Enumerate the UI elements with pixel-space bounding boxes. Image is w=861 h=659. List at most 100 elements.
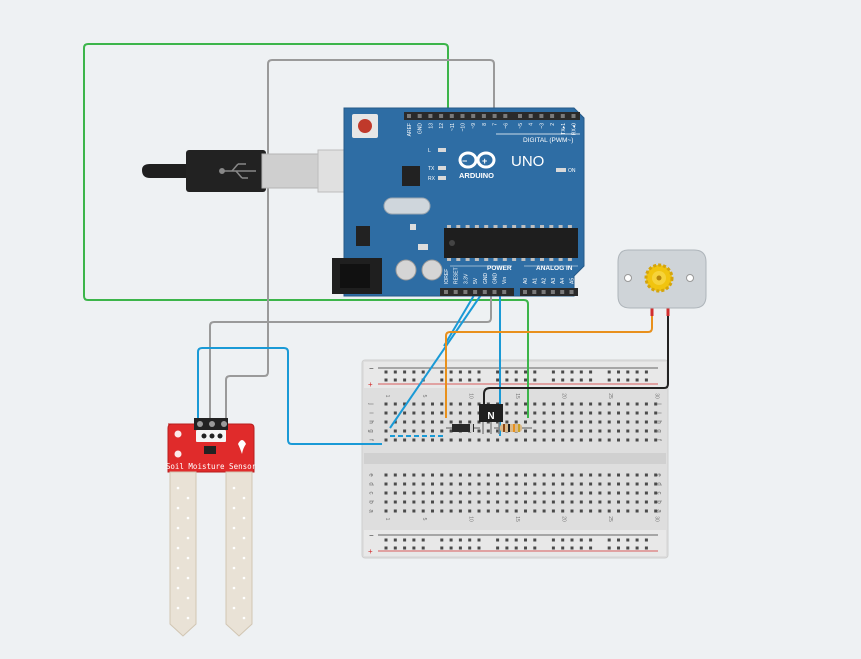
rail-hole[interactable] (626, 546, 630, 550)
rail-hole[interactable] (570, 378, 574, 382)
breadboard-hole[interactable] (412, 429, 416, 433)
breadboard-hole[interactable] (551, 438, 555, 442)
wire-blue-gnd-diag[interactable] (389, 291, 484, 429)
breadboard-hole[interactable] (607, 473, 611, 477)
breadboard-hole[interactable] (589, 411, 593, 415)
breadboard-hole[interactable] (617, 438, 620, 442)
breadboard-hole[interactable] (551, 420, 555, 424)
breadboard-hole[interactable] (598, 429, 602, 433)
rail-hole[interactable] (551, 538, 555, 542)
soil-moisture-sensor[interactable]: Soil Moisture Sensor (166, 418, 257, 637)
breadboard-hole[interactable] (505, 500, 509, 504)
rail-hole[interactable] (570, 546, 574, 550)
rail-hole[interactable] (644, 370, 648, 374)
breadboard-hole[interactable] (542, 420, 546, 424)
breadboard-hole[interactable] (589, 438, 593, 442)
breadboard-hole[interactable] (617, 473, 620, 477)
breadboard-hole[interactable] (561, 411, 565, 415)
breadboard-hole[interactable] (449, 438, 453, 442)
resistor[interactable] (494, 424, 532, 432)
breadboard-hole[interactable] (579, 491, 583, 495)
breadboard-hole[interactable] (514, 491, 518, 495)
breadboard-hole[interactable] (403, 473, 407, 477)
breadboard-hole[interactable] (486, 473, 490, 477)
rail-hole[interactable] (458, 538, 462, 542)
digital-pin-socket[interactable] (407, 114, 411, 118)
rail-hole[interactable] (617, 546, 620, 550)
power-pin-socket[interactable] (473, 290, 478, 294)
breadboard-hole[interactable] (477, 429, 481, 433)
breadboard-hole[interactable] (421, 473, 425, 477)
breadboard-hole[interactable] (412, 411, 416, 415)
rail-hole[interactable] (533, 370, 537, 374)
breadboard-hole[interactable] (440, 473, 444, 477)
breadboard-hole[interactable] (598, 509, 602, 513)
digital-pin-socket[interactable] (550, 114, 555, 118)
breadboard-hole[interactable] (384, 411, 388, 415)
power-pin-socket[interactable] (463, 290, 468, 294)
rail-hole[interactable] (579, 546, 583, 550)
breadboard-hole[interactable] (505, 491, 509, 495)
wire-gray-power[interactable] (209, 292, 492, 424)
breadboard-hole[interactable] (598, 500, 602, 504)
rail-hole[interactable] (607, 546, 611, 550)
breadboard-hole[interactable] (589, 402, 593, 406)
breadboard-hole[interactable] (477, 473, 481, 477)
digital-pin-socket[interactable] (560, 114, 565, 118)
breadboard-hole[interactable] (644, 500, 648, 504)
breadboard-hole[interactable] (393, 491, 397, 495)
rail-hole[interactable] (496, 546, 500, 550)
breadboard-hole[interactable] (458, 411, 462, 415)
breadboard-hole[interactable] (654, 500, 658, 504)
breadboard-hole[interactable] (403, 482, 407, 486)
breadboard-hole[interactable] (403, 429, 407, 433)
digital-pin-socket[interactable] (539, 114, 544, 118)
breadboard-hole[interactable] (486, 438, 490, 442)
rail-hole[interactable] (589, 538, 593, 542)
breadboard-hole[interactable] (403, 509, 407, 513)
breadboard-hole[interactable] (440, 402, 444, 406)
breadboard-hole[interactable] (458, 491, 462, 495)
rail-hole[interactable] (524, 546, 527, 550)
breadboard-hole[interactable] (570, 402, 574, 406)
breadboard-hole[interactable] (440, 420, 444, 424)
rail-hole[interactable] (412, 370, 416, 374)
breadboard-hole[interactable] (654, 420, 658, 424)
rail-hole[interactable] (579, 378, 583, 382)
breadboard-hole[interactable] (589, 500, 593, 504)
rail-hole[interactable] (524, 370, 527, 374)
rail-hole[interactable] (477, 370, 481, 374)
breadboard-hole[interactable] (533, 482, 537, 486)
breadboard-hole[interactable] (635, 482, 639, 486)
breadboard-hole[interactable] (421, 438, 425, 442)
breadboard-hole[interactable] (533, 402, 537, 406)
rail-hole[interactable] (496, 370, 500, 374)
breadboard-hole[interactable] (431, 500, 434, 504)
breadboard-hole[interactable] (384, 438, 388, 442)
rail-hole[interactable] (449, 370, 453, 374)
breadboard-hole[interactable] (617, 411, 620, 415)
rail-hole[interactable] (514, 378, 518, 382)
digital-pin-socket[interactable] (518, 114, 522, 118)
breadboard-hole[interactable] (393, 411, 397, 415)
breadboard-hole[interactable] (654, 402, 658, 406)
breadboard-hole[interactable] (514, 473, 518, 477)
breadboard-hole[interactable] (579, 420, 583, 424)
breadboard-hole[interactable] (617, 482, 620, 486)
breadboard-hole[interactable] (384, 482, 388, 486)
breadboard-hole[interactable] (421, 509, 425, 513)
rail-hole[interactable] (403, 378, 407, 382)
rail-hole[interactable] (561, 370, 565, 374)
breadboard-hole[interactable] (654, 411, 658, 415)
digital-pin-socket[interactable] (428, 114, 433, 118)
rail-hole[interactable] (551, 546, 555, 550)
breadboard-hole[interactable] (607, 509, 611, 513)
rail-hole[interactable] (403, 546, 407, 550)
breadboard-hole[interactable] (505, 473, 509, 477)
breadboard-hole[interactable] (468, 438, 472, 442)
breadboard-hole[interactable] (579, 429, 583, 433)
breadboard-hole[interactable] (561, 500, 565, 504)
rail-hole[interactable] (617, 538, 620, 542)
breadboard-hole[interactable] (431, 411, 434, 415)
breadboard-hole[interactable] (551, 402, 555, 406)
